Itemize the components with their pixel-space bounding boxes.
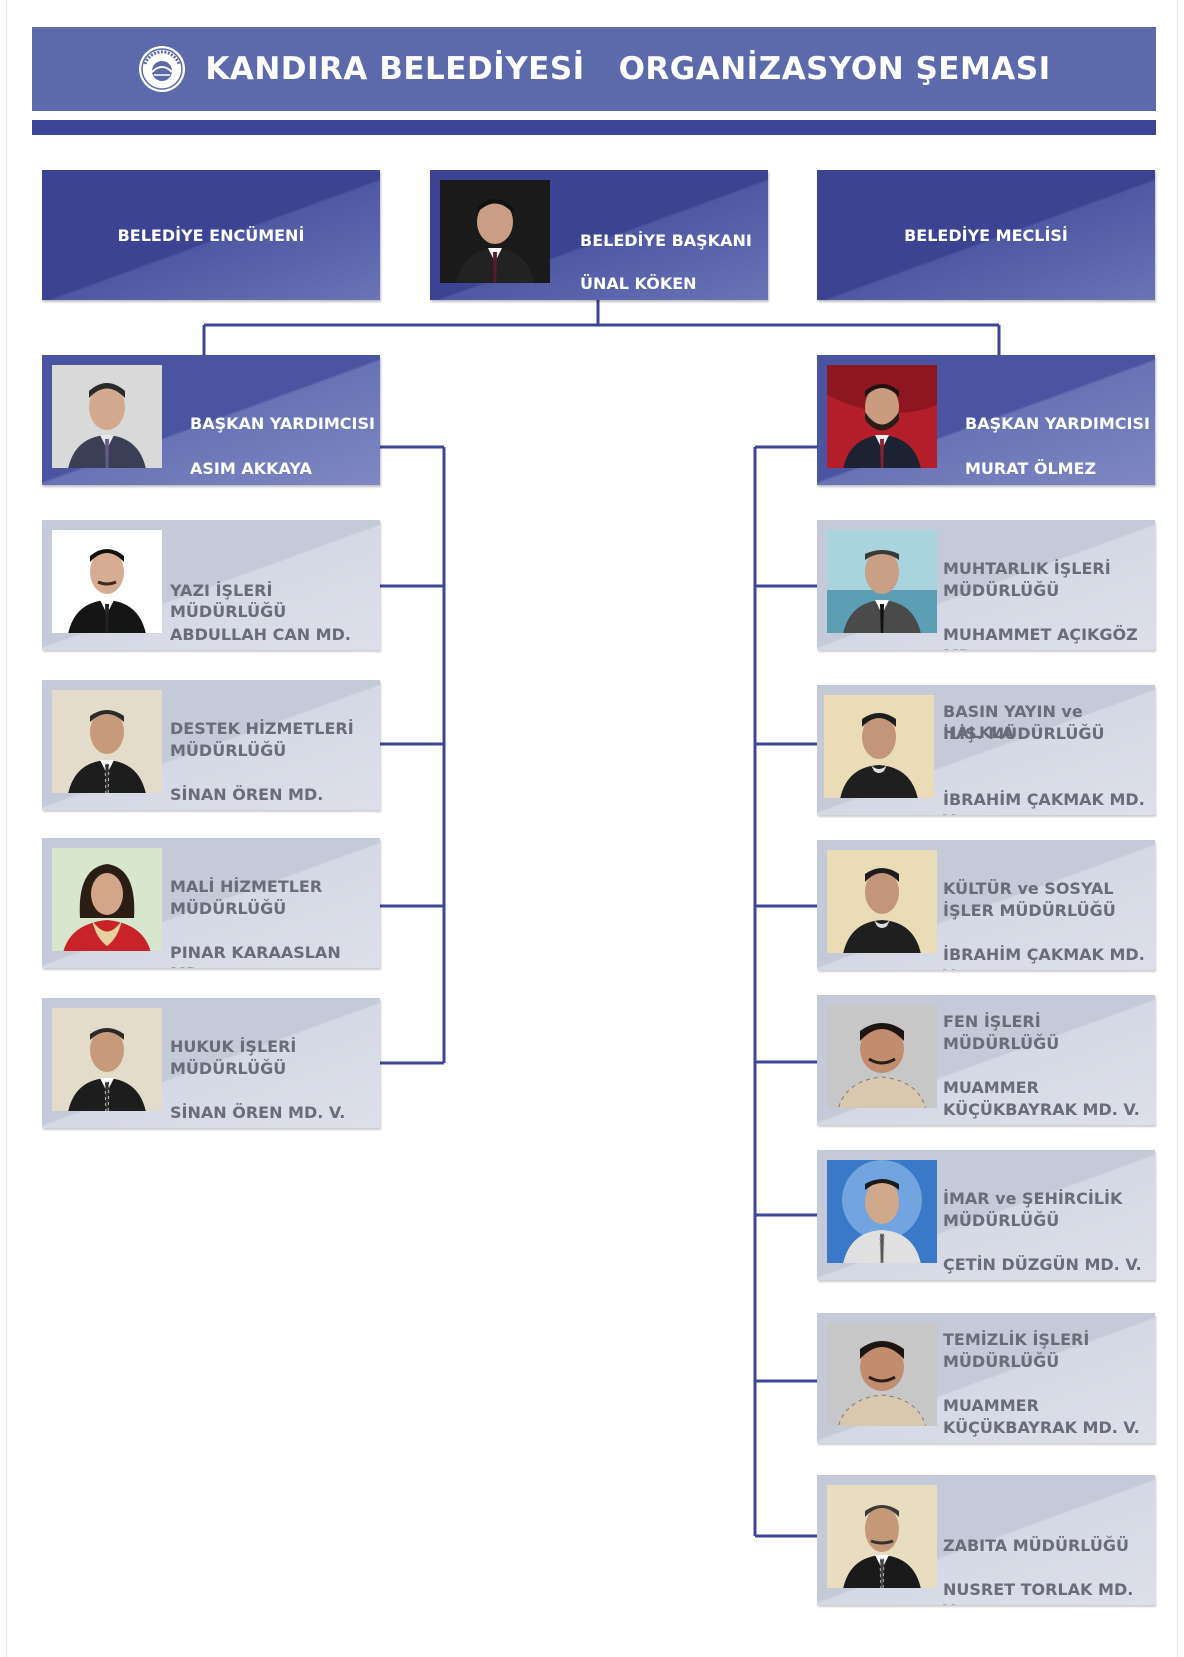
mayor-title: BELEDİYE BAŞKANI [580,231,752,250]
unit-name-line2: İLİŞ. MÜDÜRLÜĞÜ [943,724,1105,743]
unit-box-kultur-sosyal: KÜLTÜR ve SOSYAL İŞLER MÜDÜRLÜĞÜ İBRAHİM… [817,840,1155,970]
mayor-name: ÜNAL KÖKEN [580,274,697,293]
unit-name-line2: MÜDÜRLÜĞÜ [170,899,287,918]
mayor-photo [440,180,550,283]
deputy-title-left: BAŞKAN YARDIMCISI [190,414,375,433]
encumen-label: BELEDİYE ENCÜMENİ [117,225,305,245]
unit-photo [827,1160,937,1263]
unit-manager: SİNAN ÖREN MD. [170,785,324,804]
unit-box-hukuk-isleri: HUKUK İŞLERİ MÜDÜRLÜĞÜ SİNAN ÖREN MD. V. [42,998,380,1128]
encumen-box: BELEDİYE ENCÜMENİ [42,170,380,300]
unit-manager: MUHAMMET AÇIKGÖZ MD. [943,625,1138,650]
deputy-photo-left [52,365,162,468]
unit-photo [827,1005,937,1108]
unit-photo [827,850,937,953]
unit-manager: İBRAHİM ÇAKMAK MD. V. [943,945,1145,970]
unit-box-muhtarlik-isleri: MUHTARLIK İŞLERİ MÜDÜRLÜĞÜ MUHAMMET AÇIK… [817,520,1155,650]
unit-box-destek-hizmetleri: DESTEK HİZMETLERİ MÜDÜRLÜĞÜ SİNAN ÖREN M… [42,680,380,810]
unit-name: ZABITA MÜDÜRLÜĞÜ [943,1536,1130,1555]
unit-photo [52,1008,162,1111]
page-frame [6,0,1178,1657]
unit-manager-line1: MUAMMER [943,1078,1039,1097]
unit-box-temizlik-isleri: TEMİZLİK İŞLERİ MÜDÜRLÜĞÜ MUAMMER KÜÇÜKB… [817,1313,1155,1443]
unit-name-line1: DESTEK HİZMETLERİ [170,719,354,738]
deputy-name-right: MURAT ÖLMEZ [965,459,1097,478]
header-underline [32,120,1156,135]
page-title: KANDIRA BELEDİYESİ ORGANİZASYON ŞEMASI [205,51,1051,87]
unit-manager: ABDULLAH CAN MD. [170,625,351,644]
unit-box-fen-isleri: FEN İŞLERİ MÜDÜRLÜĞÜ MUAMMER KÜÇÜKBAYRAK… [817,995,1155,1125]
page-header: KANDIRA BELEDİYESİ ORGANİZASYON ŞEMASI [32,27,1156,111]
unit-name-line1: TEMİZLİK İŞLERİ [943,1330,1090,1349]
unit-name-line1: HUKUK İŞLERİ [170,1037,297,1056]
unit-photo [824,695,934,798]
unit-box-mali-hizmetler: MALİ HİZMETLER MÜDÜRLÜĞÜ PINAR KARAASLAN… [42,838,380,968]
unit-manager: SİNAN ÖREN MD. V. [170,1103,346,1122]
unit-photo [52,530,162,633]
unit-photo [827,1323,937,1426]
unit-box-zabita: ZABITA MÜDÜRLÜĞÜ NUSRET TORLAK MD. V. [817,1475,1155,1605]
deputy-name-left: ASIM AKKAYA [190,459,312,478]
unit-manager: İBRAHİM ÇAKMAK MD. V. [943,790,1145,815]
meclis-label: BELEDİYE MECLİSİ [904,225,1068,245]
mayor-box: BELEDİYE BAŞKANI ÜNAL KÖKEN [430,170,768,300]
unit-name-line1: KÜLTÜR ve SOSYAL [943,879,1114,898]
unit-name-line1: İMAR ve ŞEHİRCİLİK [943,1189,1123,1208]
unit-photo [52,848,162,951]
unit-name-line2: MÜDÜRLÜĞÜ [170,1059,287,1078]
unit-photo [827,1485,937,1588]
unit-manager: PINAR KARAASLAN MD. [170,943,341,968]
unit-name-line2: İŞLER MÜDÜRLÜĞÜ [943,901,1116,920]
deputy-box-left: BAŞKAN YARDIMCISI ASIM AKKAYA [42,355,380,485]
unit-name-line1: MALİ HİZMETLER [170,877,323,896]
unit-photo [52,690,162,793]
deputy-box-right: BAŞKAN YARDIMCISI MURAT ÖLMEZ [817,355,1155,485]
unit-name-line2: MÜDÜRLÜĞÜ [943,1034,1060,1053]
unit-photo [827,530,937,633]
deputy-title-right: BAŞKAN YARDIMCISI [965,414,1150,433]
unit-manager-line2: KÜÇÜKBAYRAK MD. V. [943,1418,1140,1437]
deputy-photo-right [827,365,937,468]
unit-name-line1: BASIN YAYIN ve HALKLA [943,702,1083,742]
unit-name-line2: MÜDÜRLÜĞÜ [943,581,1060,600]
unit-name-line1: MUHTARLIK İŞLERİ [943,559,1111,578]
municipality-logo-icon [139,46,186,92]
unit-name: YAZI İŞLERİ MÜDÜRLÜĞÜ [170,581,287,621]
unit-name-line2: MÜDÜRLÜĞÜ [170,741,287,760]
unit-box-imar-sehircilik: İMAR ve ŞEHİRCİLİK MÜDÜRLÜĞÜ ÇETİN DÜZGÜ… [817,1150,1155,1280]
unit-manager: ÇETİN DÜZGÜN MD. V. [943,1255,1142,1274]
unit-box-yazi-isleri: YAZI İŞLERİ MÜDÜRLÜĞÜ ABDULLAH CAN MD. [42,520,380,650]
meclis-box: BELEDİYE MECLİSİ [817,170,1155,300]
unit-manager: NUSRET TORLAK MD. V. [943,1580,1134,1605]
unit-manager-line2: KÜÇÜKBAYRAK MD. V. [943,1100,1140,1119]
unit-box-basin-yayin: BASIN YAYIN ve HALKLA İLİŞ. MÜDÜRLÜĞÜ İB… [817,685,1155,815]
unit-name-line2: MÜDÜRLÜĞÜ [943,1352,1060,1371]
unit-manager-line1: MUAMMER [943,1396,1039,1415]
unit-name-line2: MÜDÜRLÜĞÜ [943,1211,1060,1230]
unit-name-line1: FEN İŞLERİ [943,1012,1041,1031]
